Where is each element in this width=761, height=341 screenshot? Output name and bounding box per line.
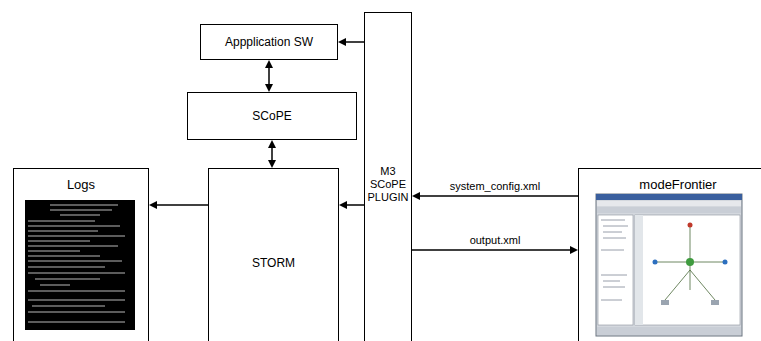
connector-arrow [338, 38, 364, 46]
node-label: STORM [252, 256, 295, 270]
node-label: Logs [67, 177, 95, 193]
node-label: M3 SCoPE PLUGIN [367, 165, 409, 205]
tool-panel: modeFrontier [578, 168, 761, 341]
node-label: SCoPE [252, 109, 291, 123]
connector-arrow [149, 201, 208, 209]
logs-panel: Logs [13, 168, 149, 341]
connector-arrow [412, 246, 578, 254]
connector-arrow [339, 201, 364, 209]
file-label: output.xml [468, 234, 523, 247]
connector-arrow [265, 60, 273, 92]
connector-arrow [268, 140, 276, 168]
simulator-box: STORM [208, 168, 339, 341]
file-label: system_config.xml [448, 180, 542, 193]
plugin-box: M3 SCoPE PLUGIN [364, 12, 412, 341]
software-box: Appplication SW [200, 24, 338, 60]
node-label: Appplication SW [225, 35, 313, 49]
framework-box: SCoPE [187, 92, 357, 140]
node-label: modeFrontier [639, 177, 716, 193]
connector-arrow [412, 192, 578, 200]
